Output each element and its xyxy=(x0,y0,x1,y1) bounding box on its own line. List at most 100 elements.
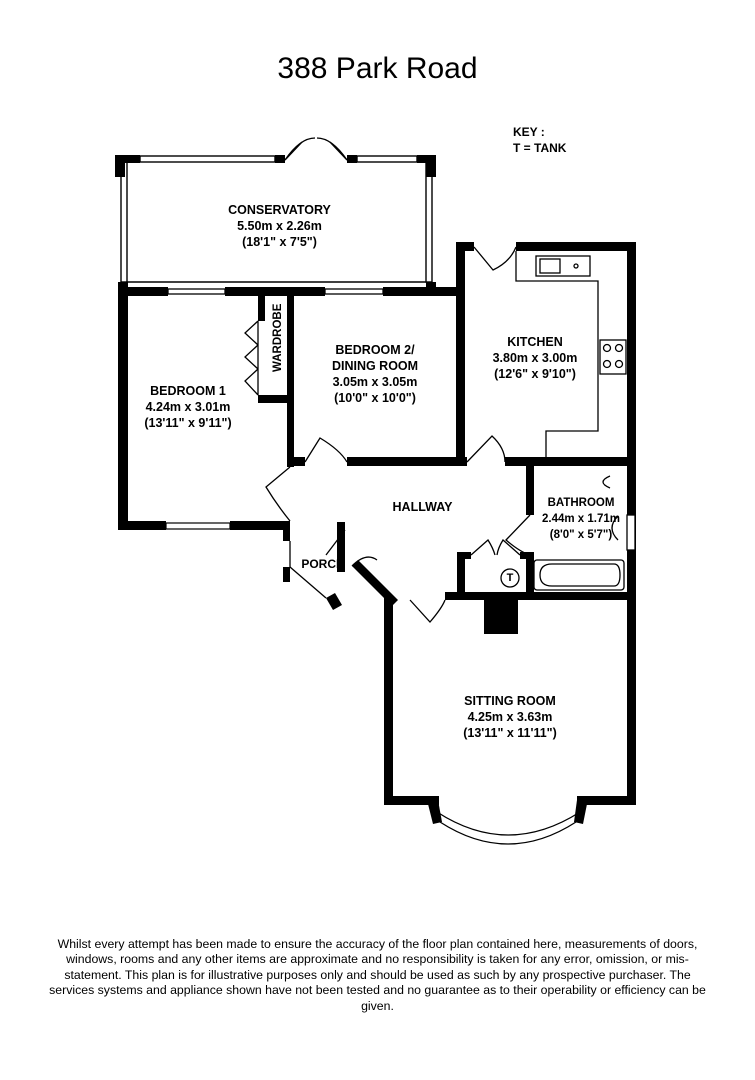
room-imperial: (18'1" x 7'5") xyxy=(242,235,317,249)
wall xyxy=(118,287,128,530)
wall xyxy=(457,552,471,559)
wall xyxy=(230,521,290,530)
wall xyxy=(526,457,534,515)
kitchen-label: KITCHEN 3.80m x 3.00m (12'6" x 9'10") xyxy=(470,334,600,382)
wall xyxy=(627,595,636,805)
door-swing xyxy=(505,514,531,556)
door-swing xyxy=(304,437,348,463)
bathroom-label: BATHROOM 2.44m x 1.71m (8'0" x 5'7") xyxy=(534,495,628,543)
wall xyxy=(520,552,534,559)
wall xyxy=(283,527,290,541)
room-name: HALLWAY xyxy=(392,500,453,514)
wall xyxy=(118,287,168,296)
wall xyxy=(445,592,635,600)
room-name: BATHROOM xyxy=(547,497,615,509)
wall xyxy=(384,595,393,805)
wall xyxy=(118,521,166,530)
wall xyxy=(516,242,636,251)
room-metric: 3.05m x 3.05m xyxy=(332,375,418,389)
wall xyxy=(283,567,290,582)
key-heading: KEY : xyxy=(513,125,545,139)
room-imperial: (8'0" x 5'7") xyxy=(549,529,613,541)
hob xyxy=(599,339,627,375)
room-imperial: (12'6" x 9'10") xyxy=(494,367,576,381)
room-name: BEDROOM 1 xyxy=(150,384,226,398)
wall xyxy=(258,295,265,321)
room-name: PORCH xyxy=(301,557,345,571)
wall xyxy=(426,282,436,296)
wall xyxy=(258,395,294,403)
room-metric: 3.80m x 3.00m xyxy=(492,351,578,365)
worktop xyxy=(545,280,599,457)
wardrobe-door xyxy=(244,344,259,370)
wall xyxy=(505,457,636,466)
wall xyxy=(383,287,461,296)
page-title: 388 Park Road xyxy=(277,52,478,85)
wall xyxy=(225,287,325,296)
hob-ring xyxy=(614,359,624,369)
room-metric: 5.50m x 2.26m xyxy=(237,219,322,233)
wall xyxy=(574,800,587,824)
room-metric: 2.44m x 1.71m xyxy=(541,513,620,525)
door-leaf xyxy=(284,141,303,161)
bath-inner xyxy=(539,563,621,587)
hob-ring xyxy=(602,359,612,369)
tank-label: T xyxy=(506,572,514,584)
basin xyxy=(611,515,619,541)
wardrobe-door xyxy=(244,320,259,346)
key-entry-tank: T = TANK xyxy=(513,141,567,155)
door-swing xyxy=(496,539,521,556)
hob-ring xyxy=(602,343,612,353)
bedroom1-label: BEDROOM 1 4.24m x 3.01m (13'11" x 9'11") xyxy=(128,383,248,431)
door-swing xyxy=(284,137,316,161)
sitting-room-label: SITTING ROOM 4.25m x 3.63m (13'11" x 11'… xyxy=(430,693,590,741)
room-imperial: (13'11" x 9'11") xyxy=(144,416,232,430)
hallway-label: HALLWAY xyxy=(370,499,475,515)
sink-tap xyxy=(573,263,579,269)
bay-window xyxy=(436,811,581,836)
room-name: KITCHEN xyxy=(507,335,563,349)
conservatory-label: CONSERVATORY 5.50m x 2.26m (18'1" x 7'5"… xyxy=(197,202,362,250)
porch-label: PORCH xyxy=(296,556,350,572)
door-swing xyxy=(466,435,506,463)
hob-ring xyxy=(614,343,624,353)
wall xyxy=(426,155,436,177)
wardrobe-label: WARDROBE xyxy=(272,303,284,372)
conservatory-window-right xyxy=(425,161,433,283)
porch-door-swing xyxy=(351,556,378,567)
door-swing xyxy=(470,539,496,556)
conservatory-window-top-left xyxy=(139,155,276,163)
room-metric: 4.24m x 3.01m xyxy=(145,400,231,414)
wall xyxy=(384,796,439,805)
window xyxy=(626,514,636,551)
fixtures-and-doors xyxy=(167,137,636,845)
room-name: BEDROOM 2/ xyxy=(335,343,415,357)
wall xyxy=(577,796,635,805)
room-name-2: DINING ROOM xyxy=(331,359,419,373)
wall xyxy=(457,552,465,597)
bedroom2-label: BEDROOM 2/ DINING ROOM 3.05m x 3.05m (10… xyxy=(300,342,450,406)
room-imperial: (10'0" x 10'0") xyxy=(334,391,416,405)
door-swing xyxy=(473,246,517,271)
walls xyxy=(115,155,636,824)
wall xyxy=(428,800,442,824)
wall xyxy=(347,155,357,163)
wall xyxy=(115,155,140,163)
wall xyxy=(326,593,342,610)
conservatory-window-top-right xyxy=(356,155,418,163)
window xyxy=(165,522,231,530)
door-swing xyxy=(265,466,291,522)
wall xyxy=(347,457,467,466)
wall xyxy=(352,560,398,606)
window xyxy=(167,288,226,295)
chimney-breast xyxy=(484,596,518,634)
room-metric: 4.25m x 3.63m xyxy=(467,710,553,724)
door-swing xyxy=(316,137,348,161)
door-swing xyxy=(409,599,446,623)
room-name: CONSERVATORY xyxy=(228,203,331,217)
wall xyxy=(337,522,345,572)
tank-symbol xyxy=(500,568,520,588)
wall xyxy=(115,155,125,177)
room-imperial: (13'11" x 11'11") xyxy=(463,726,557,740)
